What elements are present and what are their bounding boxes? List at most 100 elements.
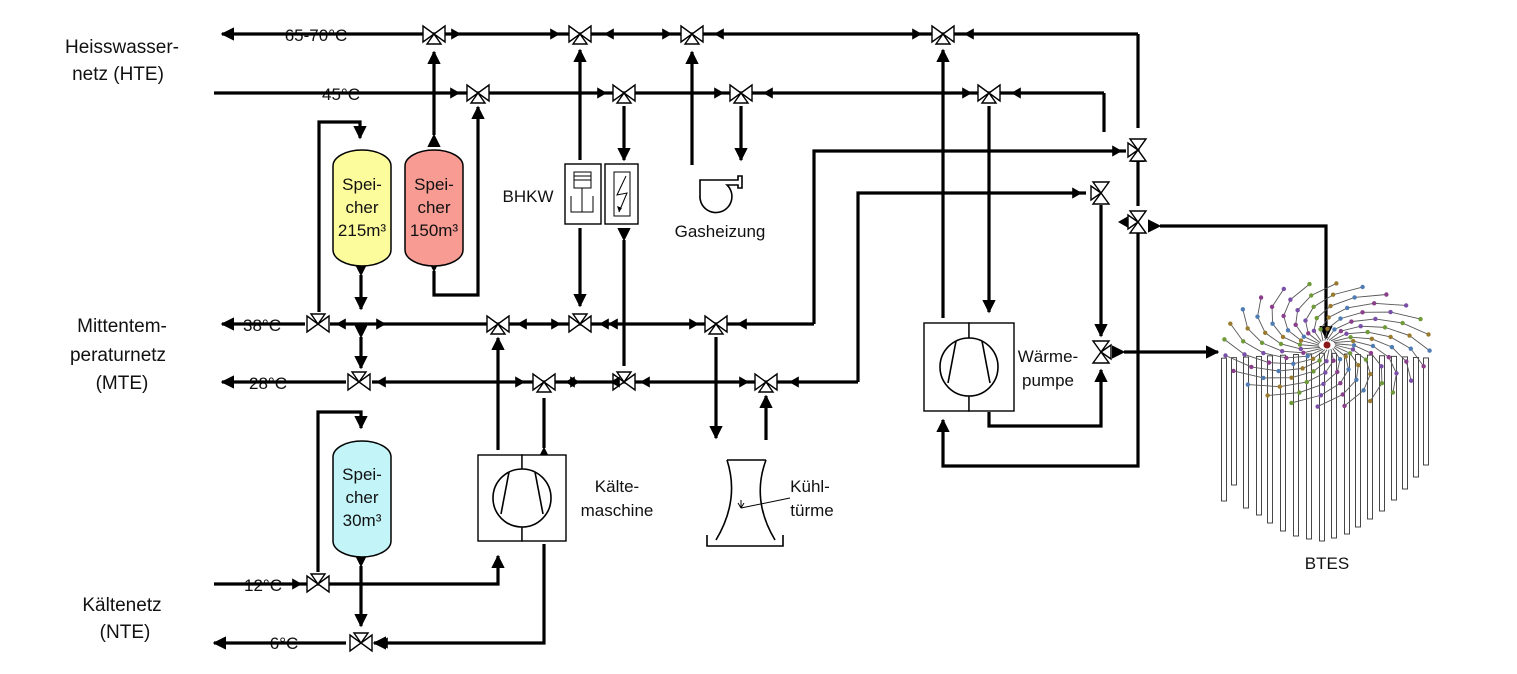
flow-arrows <box>292 28 1128 649</box>
three-way-valve <box>306 573 330 593</box>
compressor-icon <box>939 337 999 397</box>
borehole-head <box>1241 339 1246 344</box>
three-way-valve <box>1090 181 1110 205</box>
flow-arrow <box>376 318 386 330</box>
borehole-head <box>1388 309 1393 315</box>
bhkw-unit: BHKW <box>503 48 639 366</box>
borehole-head <box>1356 363 1361 368</box>
flow-arrow <box>597 87 607 99</box>
borehole-head <box>1348 334 1353 340</box>
borehole-head <box>1394 371 1399 376</box>
network-label-hte: Heisswasser- netz (HTE) <box>65 37 179 85</box>
engine-piston-icon <box>570 171 594 213</box>
borehole-head <box>1350 347 1356 352</box>
borehole-head <box>1337 356 1343 362</box>
borehole-head <box>1338 316 1343 321</box>
storage-215-label-1: Spei- <box>342 175 382 194</box>
borehole-head <box>1323 370 1328 375</box>
three-way-valve <box>977 84 1001 104</box>
three-way-valve <box>1092 340 1112 364</box>
borehole-head <box>1289 375 1294 380</box>
borehole-head <box>1334 281 1339 286</box>
three-way-valve <box>1127 210 1147 234</box>
borehole-head <box>1298 338 1304 343</box>
mte-label-line3: (MTE) <box>96 373 149 394</box>
borehole-head <box>1382 325 1388 330</box>
borehole-tube <box>1267 355 1273 524</box>
heat-pump-unit: Wärme- pumpe <box>923 48 1140 468</box>
borehole-head <box>1281 313 1286 319</box>
storage-30-label-3: 30m³ <box>343 511 382 530</box>
three-way-valve <box>568 313 592 333</box>
borehole-head <box>1285 328 1291 333</box>
flow-arrow <box>1072 187 1082 199</box>
borehole-head <box>1360 310 1365 315</box>
flow-arrow <box>515 376 525 388</box>
borehole-head <box>1326 315 1331 320</box>
borehole-head <box>1311 328 1317 334</box>
btes-label: BTES <box>1305 554 1349 573</box>
borehole-head <box>1426 332 1431 337</box>
btes-pipe-arm <box>1333 340 1397 393</box>
borehole-head <box>1245 326 1250 331</box>
borehole-head <box>1351 343 1357 348</box>
btes-pipe-arm <box>1304 286 1363 343</box>
borehole-tube <box>1221 357 1227 502</box>
borehole-head <box>1389 344 1395 350</box>
btes-pipe-arm <box>1271 288 1320 347</box>
storage-30-label-1: Spei- <box>342 465 382 484</box>
flow-arrow <box>763 87 773 99</box>
cooling-tower: Kühl- türme <box>706 337 834 547</box>
borehole-head <box>1307 281 1312 287</box>
borehole-head <box>1261 375 1266 381</box>
btes-pipe-arm <box>1317 345 1359 407</box>
heatpump-label-2: pumpe <box>1022 371 1074 390</box>
borehole-head <box>1361 388 1366 393</box>
borehole-head <box>1345 305 1350 311</box>
storage-30-label-2: cher <box>345 488 378 507</box>
btes-pipe-arm <box>1334 344 1371 407</box>
borehole-tube <box>1231 357 1237 486</box>
borehole-head <box>1331 358 1336 363</box>
borehole-head <box>1328 303 1333 309</box>
chiller-label-2: maschine <box>581 501 654 520</box>
borehole-head <box>1332 327 1337 332</box>
flow-arrow <box>450 87 460 99</box>
flow-arrow <box>1112 145 1122 157</box>
borehole-head <box>1371 301 1377 306</box>
borehole-head <box>1321 381 1326 387</box>
borehole-head <box>1284 355 1289 361</box>
btes-pipe-arm <box>1283 283 1320 346</box>
three-way-valve <box>1127 138 1147 162</box>
cooling-label-1: Kühl- <box>790 477 830 496</box>
borehole-head <box>1255 314 1260 319</box>
storage-30: Spei- cher 30m³ <box>316 410 392 628</box>
borehole-head <box>1365 329 1370 335</box>
btes-pipe-arm <box>1257 297 1321 350</box>
borehole-tube <box>1243 356 1249 509</box>
borehole-head <box>1352 295 1357 300</box>
borehole-head <box>1360 284 1365 290</box>
storage-215-label-3: 215m³ <box>338 221 387 240</box>
borehole-head <box>1297 342 1303 347</box>
flow-arrow <box>376 376 386 388</box>
borehole-head <box>1335 369 1340 375</box>
flow-arrow <box>964 28 974 40</box>
storage-150-label-1: Spei- <box>414 175 454 194</box>
borehole-head <box>1263 330 1268 336</box>
storage-215-label-2: cher <box>345 198 378 217</box>
borehole-head <box>1305 354 1310 359</box>
borehole-head <box>1293 322 1298 327</box>
flow-arrow <box>608 318 618 330</box>
flow-arrow <box>292 578 302 590</box>
storage-30-tank <box>332 440 392 558</box>
hte-label-line2: netz (HTE) <box>72 64 164 85</box>
borehole-head <box>1269 304 1275 310</box>
borehole-head <box>1400 320 1405 326</box>
nte-label-line1: Kältenetz <box>82 595 161 616</box>
borehole-head <box>1297 390 1302 395</box>
flow-arrow <box>610 376 620 388</box>
borehole-head <box>1317 358 1322 363</box>
borehole-head <box>1270 321 1275 326</box>
borehole-head <box>1311 304 1316 310</box>
